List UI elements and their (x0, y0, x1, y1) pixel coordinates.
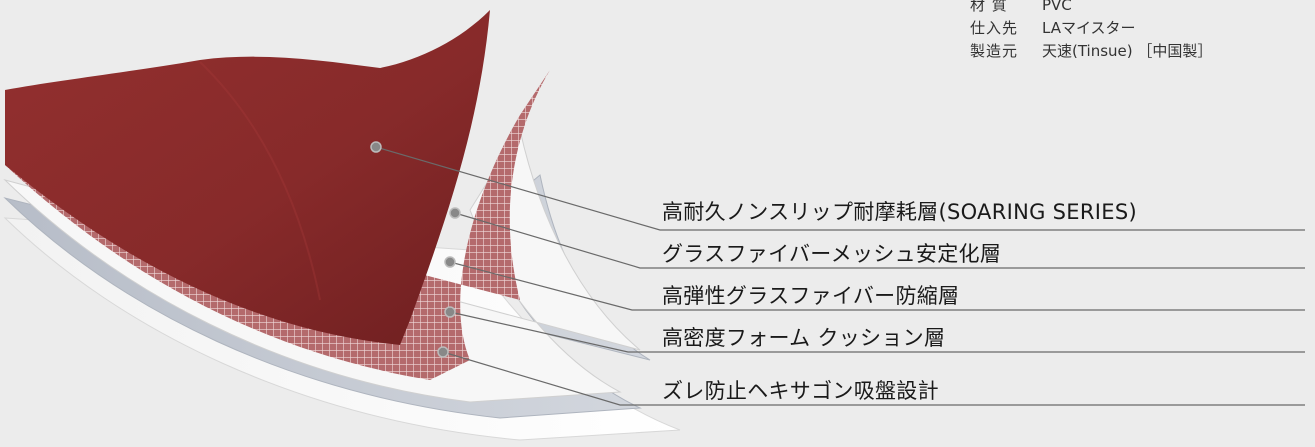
spec-value: LAマイスター (1042, 19, 1136, 37)
marker-dot (449, 207, 461, 219)
marker-dot (444, 256, 456, 268)
spec-row: 仕入先 LAマイスター (970, 17, 1212, 40)
spec-key: 材 質 (970, 0, 1008, 14)
leader-lines (375, 146, 1305, 406)
spec-row: 材 質 PVC (970, 0, 1212, 17)
layer-label-foam: 高密度フォーム クッション層 (662, 326, 946, 350)
spec-key: 製造元 (970, 42, 1019, 60)
spec-value: 天速(Tinsue) ［中国製］ (1042, 42, 1213, 60)
layer-label-fiber: 高弾性グラスファイバー防縮層 (662, 284, 960, 308)
spec-list: 材 質 PVC 仕入先 LAマイスター 製造元 天速(Tinsue) ［中国製］ (970, 0, 1212, 63)
marker-dot (370, 141, 382, 153)
spec-value: PVC (1042, 0, 1072, 14)
marker-dot (437, 346, 449, 358)
top-layer (5, 10, 490, 345)
layer-label-suction: ズレ防止ヘキサゴン吸盤設計 (662, 379, 939, 403)
spec-row: 製造元 天速(Tinsue) ［中国製］ (970, 40, 1212, 63)
layer-label-mesh: グラスファイバーメッシュ安定化層 (662, 242, 1002, 266)
spec-key: 仕入先 (970, 19, 1019, 37)
marker-dot (444, 306, 456, 318)
layer-label-wear: 高耐久ノンスリップ耐摩耗層(SOARING SERIES) (662, 200, 1137, 224)
